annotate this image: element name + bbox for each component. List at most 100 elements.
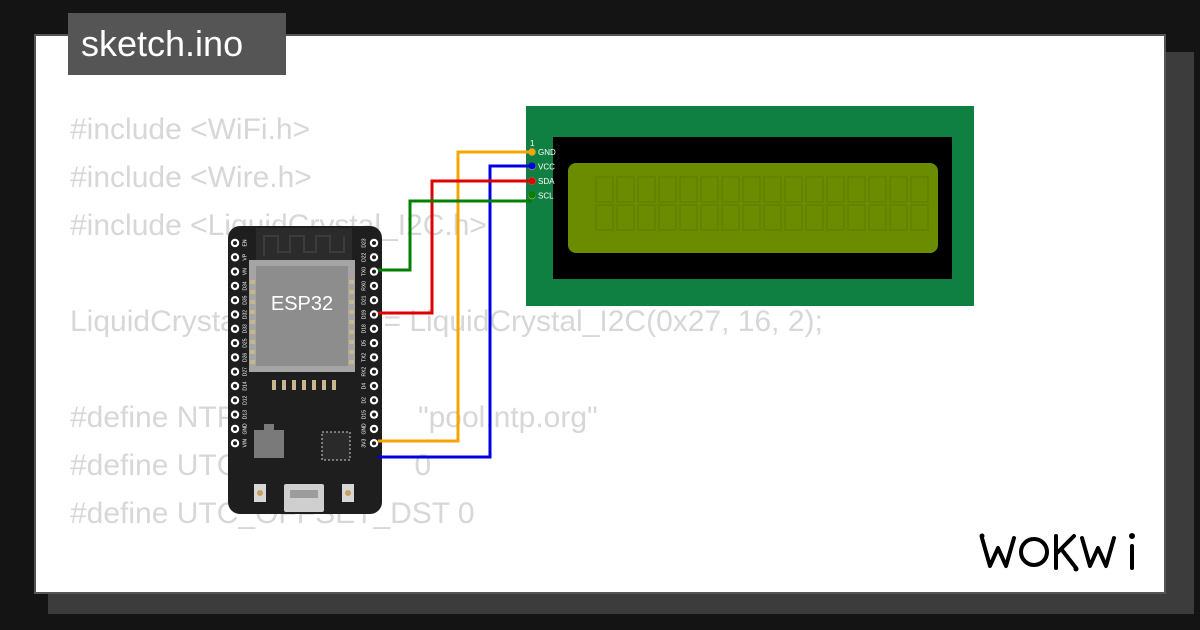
esp32-pin-label: D15 xyxy=(361,410,367,419)
esp32-pin-label: D2 xyxy=(361,397,367,404)
esp32-pin-hole xyxy=(233,426,237,431)
lcd-pin-label: GND xyxy=(538,148,556,157)
lcd-cell xyxy=(721,176,740,203)
esp32-pin-hole xyxy=(233,441,237,446)
esp32-pin-hole xyxy=(233,355,237,360)
lcd-cell xyxy=(784,204,803,231)
lcd-cell xyxy=(616,204,635,231)
chip-pad xyxy=(349,290,354,294)
esp32-pin-label: D21 xyxy=(361,295,367,304)
usb-uart-chip xyxy=(321,431,351,461)
esp32-pin-hole xyxy=(372,341,376,346)
esp32-pin-hole xyxy=(372,412,376,417)
esp32-pin-label: D13 xyxy=(242,410,248,419)
lcd-pin-label: VCC xyxy=(538,163,555,172)
esp32-pin-hole xyxy=(233,384,237,388)
esp32-pin-label: D26 xyxy=(242,353,248,362)
esp32-pin-hole xyxy=(372,312,376,317)
lcd-cell xyxy=(700,176,719,203)
chip-pad xyxy=(272,380,276,390)
file-tab-title: sketch.ino xyxy=(68,13,286,75)
chip-pad xyxy=(349,340,354,344)
esp32-pin-hole xyxy=(233,398,237,403)
esp32-pin-label: D22 xyxy=(361,253,367,262)
lcd-cell xyxy=(595,176,614,203)
chip-pad xyxy=(332,380,336,390)
esp32-pin-headers: ENVPVND34D35D32D33D25D26D27D14D12D13GNDV… xyxy=(230,238,379,448)
chip-castellations xyxy=(250,280,354,390)
chip-pad xyxy=(250,360,255,364)
chip-pad xyxy=(250,320,255,324)
lcd-cell xyxy=(595,204,614,231)
esp32-pin-label: D18 xyxy=(361,324,367,333)
esp32-pin-label: GND xyxy=(242,423,248,435)
lcd-cell xyxy=(847,176,866,203)
chip-pad xyxy=(349,350,354,354)
esp32-pin-label: VIN xyxy=(242,439,248,448)
chip-pad xyxy=(250,310,255,314)
wire-scl[interactable] xyxy=(378,199,532,272)
wokwi-logo-icon xyxy=(979,533,1135,572)
lcd-cell xyxy=(868,176,887,203)
esp32-pin-label: 3V3 xyxy=(361,439,367,448)
wire-gnd[interactable] xyxy=(378,150,532,443)
lcd-pin-label: SCL xyxy=(538,192,554,201)
esp32-pin-label: D12 xyxy=(242,396,248,405)
chip-pad xyxy=(250,290,255,294)
lcd-cell xyxy=(679,176,698,203)
wire-endpoint-gnd xyxy=(528,148,536,156)
esp32-chip-label: ESP32 xyxy=(271,293,333,315)
esp32-pin-hole xyxy=(372,298,376,303)
voltage-regulator xyxy=(254,430,284,458)
lcd-cell xyxy=(763,176,782,203)
lcd-cell xyxy=(910,176,929,203)
lcd-cell xyxy=(763,204,782,231)
esp32-pin-hole xyxy=(233,241,237,245)
lcd-cell xyxy=(721,204,740,231)
lcd-cell xyxy=(658,204,677,231)
lcd-pin-number: 1 xyxy=(530,139,535,148)
lcd-cell xyxy=(742,176,761,203)
esp32-chip xyxy=(256,266,348,366)
lcd-cell xyxy=(826,204,845,231)
lcd-cell xyxy=(784,176,803,203)
esp32-pin-hole xyxy=(372,241,376,245)
esp32-pin-hole xyxy=(233,298,237,303)
esp32-pin-hole xyxy=(233,312,237,317)
wire-sda[interactable] xyxy=(378,179,532,315)
lcd-cell xyxy=(910,204,929,231)
lcd-cell xyxy=(637,176,656,203)
lcd-cell xyxy=(889,176,908,203)
esp32-pin-label: D25 xyxy=(242,338,248,347)
chip-pad xyxy=(349,310,354,314)
micro-usb-socket xyxy=(290,490,318,498)
esp32-pin-hole xyxy=(372,384,376,388)
wire-endpoint-vcc xyxy=(528,162,536,170)
wires xyxy=(378,148,536,459)
esp32-pin-label: EN xyxy=(242,239,248,246)
lcd-cell xyxy=(826,176,845,203)
lcd-cell xyxy=(658,176,677,203)
lcd-cell xyxy=(805,176,824,203)
esp32-pin-label: D14 xyxy=(242,381,248,390)
esp32-pin-hole xyxy=(372,369,376,374)
chip-pad xyxy=(302,380,306,390)
esp32-pin-label: D27 xyxy=(242,367,248,376)
lcd-cell xyxy=(700,204,719,231)
lcd-1602-module: 1 GND VCC SDA SCL xyxy=(526,106,974,306)
lcd-cell xyxy=(805,204,824,231)
esp32-pin-hole xyxy=(372,283,376,288)
esp32-pin-hole xyxy=(372,255,376,260)
lcd-pin-label: SDA xyxy=(538,177,555,186)
lcd-cell xyxy=(637,204,656,231)
esp32-pin-label: D32 xyxy=(242,310,248,319)
wire-vcc[interactable] xyxy=(378,164,532,459)
wire-endpoint-scl xyxy=(528,191,536,199)
esp32-pin-hole xyxy=(372,269,376,274)
chip-pad xyxy=(250,280,255,284)
esp32-pin-label: RX2 xyxy=(361,367,367,377)
lcd-cell xyxy=(847,204,866,231)
esp32-pin-hole xyxy=(233,255,237,260)
esp32-pin-hole xyxy=(372,398,376,403)
